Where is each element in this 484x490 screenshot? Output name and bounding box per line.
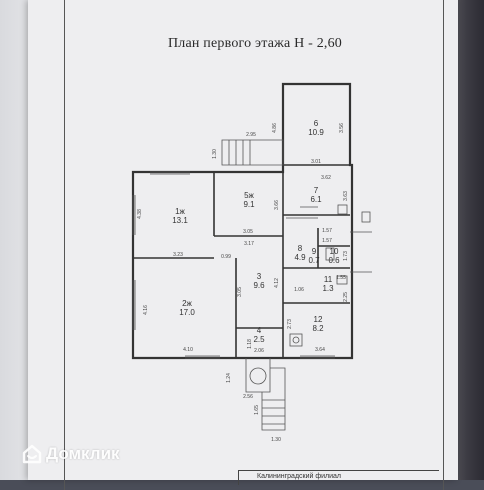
- dimension-label: 3.05: [237, 287, 243, 297]
- dimension-label: 3.56: [339, 123, 345, 133]
- watermark-brand-text: Домклик: [46, 444, 120, 463]
- dimension-label: 3.01: [311, 159, 321, 165]
- dimension-label: 4.16: [143, 305, 149, 315]
- dimension-label: 1.18: [247, 339, 253, 349]
- room-6-area: 10.9: [308, 128, 324, 137]
- dimension-label: 1.06: [294, 287, 304, 293]
- dimension-label: 1.30: [271, 437, 281, 443]
- room-1-area: 13.1: [172, 216, 188, 225]
- room-2-area: 17.0: [179, 308, 195, 317]
- dimension-label: 4.10: [183, 347, 193, 353]
- room-9-area: 0.7: [308, 256, 320, 265]
- dimension-label: 1.57: [322, 238, 332, 244]
- dimension-label: 2.73: [287, 319, 293, 329]
- room-10-number: 10: [330, 247, 339, 256]
- dimension-label: 1.55: [336, 275, 346, 281]
- dimension-label: 1.24: [226, 373, 232, 383]
- dimension-label: 2.25: [343, 292, 349, 302]
- room-5-area: 9.1: [243, 200, 255, 209]
- room-10-area: 0.6: [328, 256, 340, 265]
- dimension-label: 3.63: [343, 191, 349, 201]
- room-11-area: 1.3: [322, 284, 334, 293]
- paper-sheet: План первого этажа Н - 2,60: [28, 0, 458, 490]
- title-block-text: Калининградский филиал: [257, 473, 341, 480]
- room-12-area: 8.2: [312, 324, 324, 333]
- dimension-label: 3.17: [244, 241, 254, 247]
- dimension-label: 4.86: [272, 123, 278, 133]
- room-3-area: 9.6: [253, 281, 265, 290]
- dimension-label: 3.62: [321, 175, 331, 181]
- room-8-number: 8: [298, 244, 303, 253]
- dimension-label: 3.05: [243, 229, 253, 235]
- dimension-label: 2.06: [254, 348, 264, 354]
- dimension-label: 1.30: [212, 149, 218, 159]
- room-7-number: 7: [314, 186, 319, 195]
- domclick-watermark: Домклик: [22, 444, 120, 464]
- room-4-area: 2.5: [253, 335, 265, 344]
- sheet-frame: [64, 0, 444, 490]
- dimension-label: 2.56: [243, 394, 253, 400]
- room-6-number: 6: [314, 119, 319, 128]
- title-block: Калининградский филиал: [238, 470, 439, 485]
- room-5-number: 5ж: [244, 191, 254, 200]
- dimension-label: 0.99: [221, 254, 231, 260]
- room-1-number: 1ж: [175, 207, 185, 216]
- plan-title: План первого этажа Н - 2,60: [168, 36, 342, 51]
- room-3-number: 3: [257, 272, 262, 281]
- room-11-number: 11: [324, 275, 333, 284]
- floor-plan: 1ж 13.1 2ж 17.0 3 9.6 4 2.5 5ж 9.1 6 10.…: [131, 82, 372, 443]
- dimension-label: 3.23: [173, 252, 183, 258]
- room-8-area: 4.9: [294, 253, 306, 262]
- dimension-label: 4.12: [274, 278, 280, 288]
- dimension-label: 2.95: [246, 132, 256, 138]
- room-9-number: 9: [312, 247, 317, 256]
- dimension-label: 1.65: [254, 405, 260, 415]
- room-12-number: 12: [314, 315, 323, 324]
- room-2-number: 2ж: [182, 299, 192, 308]
- dimension-label: 1.57: [322, 228, 332, 234]
- dimension-label: 3.66: [274, 200, 280, 210]
- house-logo-icon: [22, 444, 42, 464]
- dimension-label: 4.38: [137, 209, 143, 219]
- room-4-number: 4: [257, 326, 262, 335]
- dimension-label: 3.64: [315, 347, 325, 353]
- room-7-area: 6.1: [310, 195, 322, 204]
- dimension-label: 1.73: [343, 251, 349, 261]
